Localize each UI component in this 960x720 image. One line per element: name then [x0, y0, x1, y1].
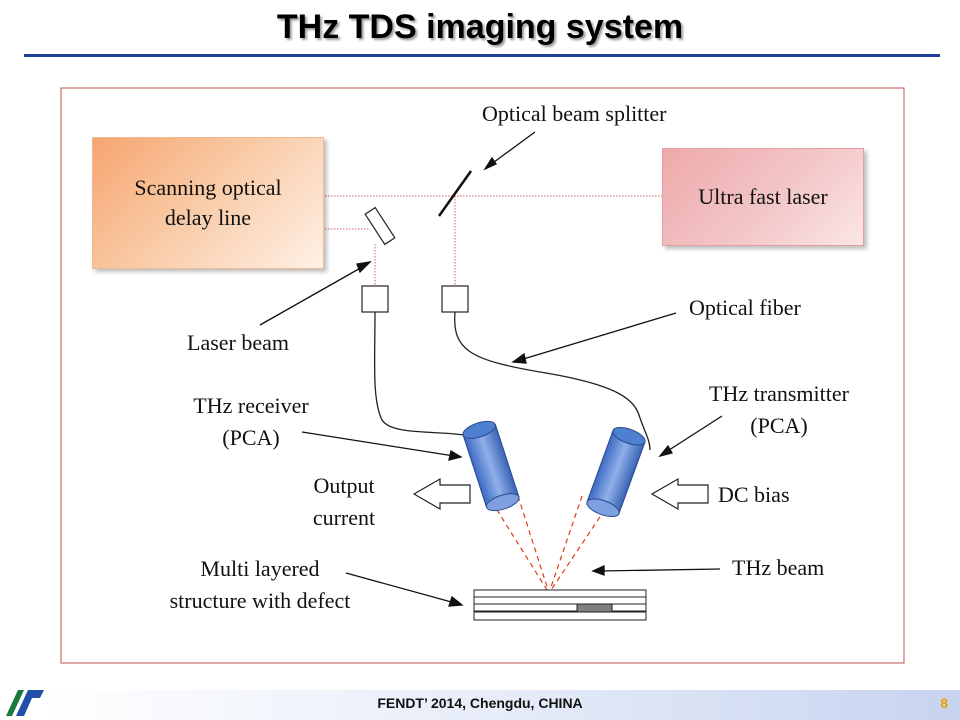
scanning-delay-line-box: Scanning optical delay line [92, 137, 324, 269]
optical-fiber-label: Optical fiber [689, 295, 801, 320]
slide-title: THz TDS imaging system [276, 8, 684, 46]
thz-transmitter-label-line1: THz transmitter [709, 381, 849, 406]
output-current-arrow [412, 477, 471, 511]
sample-label: Multi layered structure with defect [142, 553, 378, 617]
defect [576, 603, 613, 613]
page-number: 8 [940, 695, 948, 711]
ultra-fast-laser-label: Ultra fast laser [698, 184, 828, 209]
laser-beam-label: Laser beam [187, 330, 289, 355]
thz-transmitter-label-line2: (PCA) [750, 413, 808, 438]
fiber-coupler-receiver [361, 285, 389, 313]
mirror [364, 206, 396, 246]
optical-beam-paths [322, 195, 662, 286]
footer-band [40, 690, 960, 720]
thz-receiver-label: THz receiver (PCA) [166, 390, 336, 454]
thz-beam-lines [491, 495, 611, 594]
sample-label-line2: structure with defect [169, 588, 351, 613]
footer-conference-text: FENDT’ 2014, Chengdu, CHINA [377, 695, 583, 711]
thz-receiver-label-line1: THz receiver [193, 393, 309, 418]
multilayer-sample [473, 589, 647, 621]
beam-splitter-label: Optical beam splitter [482, 101, 667, 126]
thz-receiver-pca [462, 420, 520, 512]
dc-bias-arrow [650, 477, 709, 511]
beam-splitter [437, 170, 473, 217]
dc-bias-label: DC bias [718, 482, 790, 507]
title-rule [24, 54, 940, 57]
scanning-delay-line-label: Scanning optical delay line [134, 175, 282, 230]
slide-footer: FENDT’ 2014, Chengdu, CHINA 8 [0, 690, 960, 720]
optical-fiber-receiver [373, 311, 471, 437]
callout-arrows [259, 131, 723, 607]
thz-receiver-label-line2: (PCA) [222, 425, 280, 450]
output-current-label-line2: current [312, 505, 376, 530]
diagram-frame [60, 87, 905, 664]
thz-beam-label: THz beam [732, 555, 825, 580]
output-current-label-line1: Output [313, 473, 375, 498]
sample-label-line1: Multi layered [200, 556, 320, 581]
optical-fiber-transmitter [454, 311, 651, 451]
fiber-coupler-transmitter [441, 285, 469, 313]
ultra-fast-laser-box: Ultra fast laser [662, 148, 864, 246]
output-current-label: Output current [286, 470, 402, 534]
organization-logo-icon [6, 690, 44, 716]
thz-transmitter-label: THz transmitter (PCA) [684, 378, 874, 442]
thz-transmitter-pca [586, 427, 646, 517]
